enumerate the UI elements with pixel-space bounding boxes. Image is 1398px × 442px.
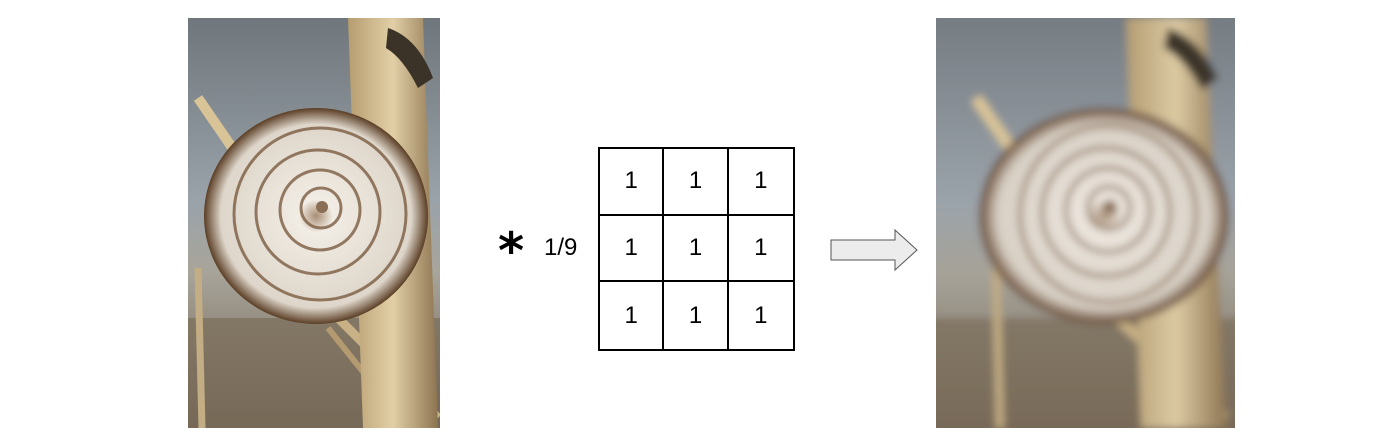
snail-photo-sharp [188,18,440,428]
kernel-cell: 1 [728,216,793,283]
input-image [188,18,440,428]
convolution-operator: * [498,222,525,280]
kernel-cell: 1 [600,282,665,349]
kernel-cell: 1 [600,215,665,283]
kernel-cell: 1 [728,149,793,216]
kernel-grid: 1 1 1 1 1 1 1 1 1 [598,147,795,351]
kernel-cell: 1 [664,149,729,216]
kernel-cell: 1 [754,301,768,329]
kernel-cell: 1 [664,282,729,349]
output-image [936,18,1235,428]
snail-photo-blurred [936,18,1235,428]
normalization-factor: 1/9 [544,234,578,261]
kernel-cell: 1 [600,149,665,216]
right-arrow-icon [830,229,918,271]
kernel-cell: 1 [664,215,729,283]
